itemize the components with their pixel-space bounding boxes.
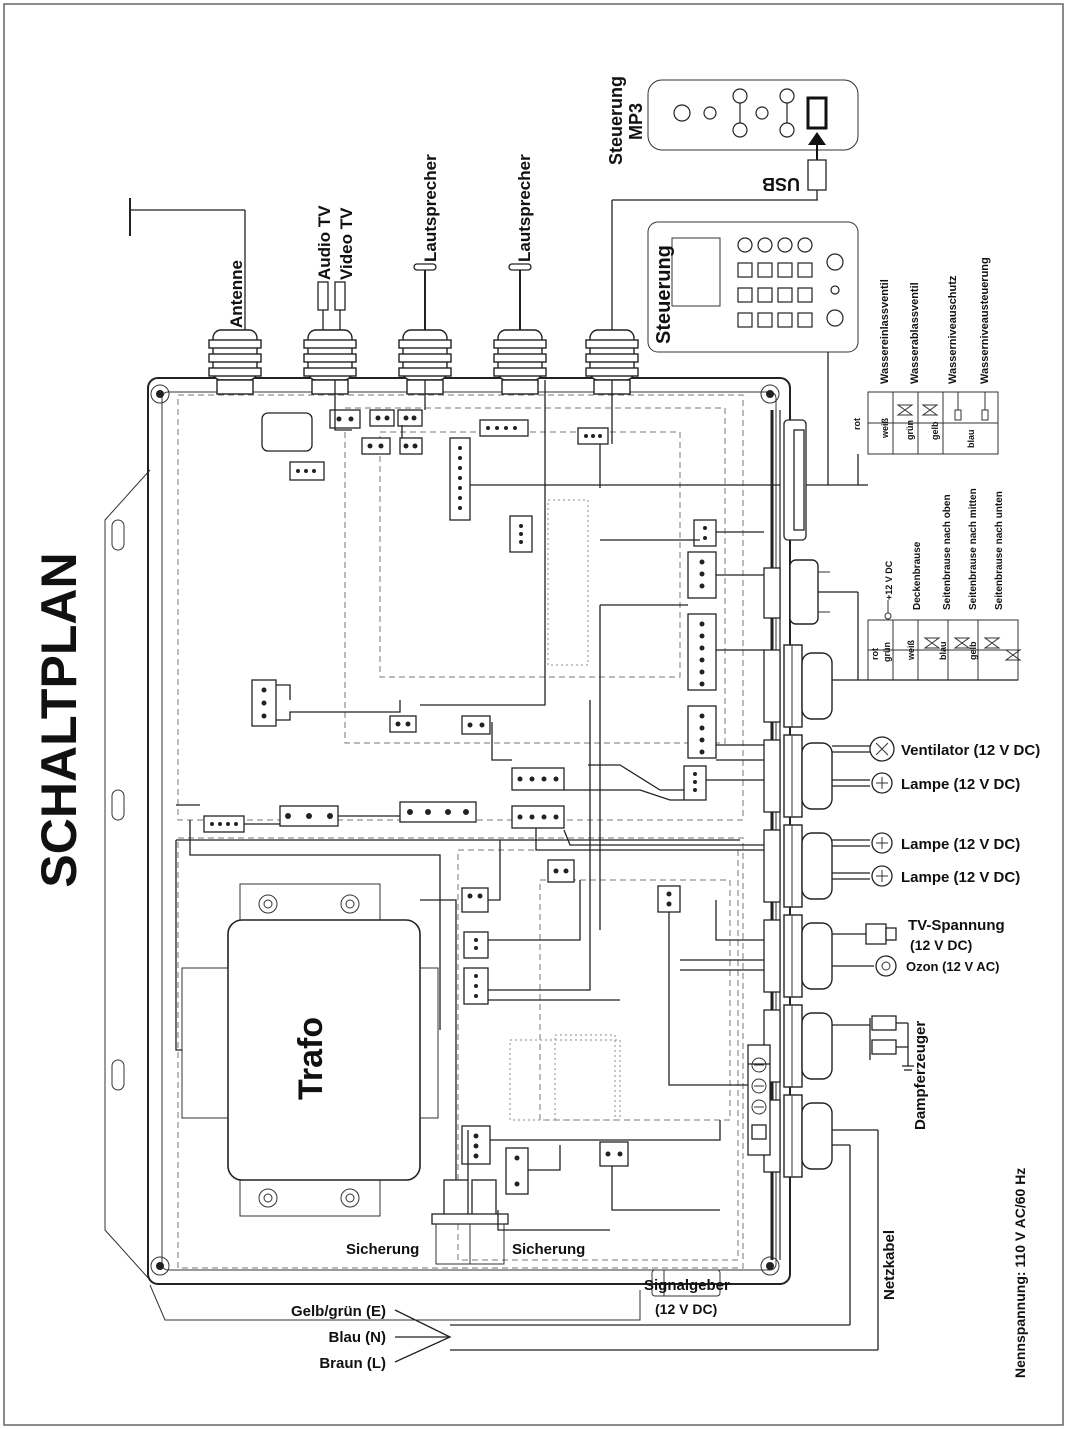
fuse-holder bbox=[431, 1179, 509, 1265]
usb-plug-icon bbox=[807, 159, 827, 191]
steuerung-label: Steuerung bbox=[653, 245, 675, 344]
antenna-icon bbox=[129, 198, 246, 330]
tv-spannung-voltage-label: (12 V DC) bbox=[910, 937, 972, 953]
diagram-title: SCHALTPLAN bbox=[31, 552, 87, 887]
terminal-block bbox=[747, 1044, 771, 1156]
signalgeber-voltage-label: (12 V DC) bbox=[655, 1301, 717, 1317]
lamp-icon bbox=[832, 772, 893, 794]
valve-block-2 bbox=[818, 591, 1022, 681]
pcb-connectors bbox=[203, 409, 717, 1195]
ventilator-label: Ventilator (12 V DC) bbox=[901, 742, 1040, 759]
vb2-color-weiss: weiß bbox=[906, 639, 916, 661]
antenne-label: Antenne bbox=[227, 260, 246, 328]
top-glands bbox=[208, 329, 639, 395]
netzkabel-label: Netzkabel bbox=[881, 1230, 898, 1300]
video-tv-label: Video TV bbox=[337, 207, 356, 280]
lampe-3-label: Lampe (12 V DC) bbox=[901, 869, 1020, 886]
sicherung-2-label: Sicherung bbox=[512, 1241, 585, 1258]
valve-block-1 bbox=[828, 391, 999, 486]
sicherung-1-label: Sicherung bbox=[346, 1241, 419, 1258]
right-glands bbox=[783, 559, 833, 1178]
steuerung-mp3-label-1: Steuerung bbox=[606, 76, 626, 165]
lautsprecher-2-label: Lautsprecher bbox=[515, 154, 534, 262]
power-cable bbox=[394, 1129, 879, 1363]
seitenbrause-unten-label: Seitenbrause nach unten bbox=[994, 491, 1005, 610]
vb1-color-blau: blau bbox=[966, 429, 976, 448]
vb2-color-gelb: gelb bbox=[968, 641, 978, 660]
wasserniveauschutz-label: Wasserniveauschutz bbox=[947, 275, 959, 384]
ozon-label: Ozon (12 V AC) bbox=[906, 959, 999, 974]
usb-label: USB bbox=[762, 174, 800, 194]
vb1-color-gelb: gelb bbox=[930, 421, 940, 440]
vb2-color-blau: blau bbox=[938, 641, 948, 660]
control-box bbox=[104, 377, 791, 1321]
buzzer bbox=[651, 1269, 721, 1297]
ozone-icon bbox=[832, 955, 897, 977]
lautsprecher-1-label: Lautsprecher bbox=[421, 154, 440, 262]
braun-label: Braun (L) bbox=[319, 1355, 386, 1372]
deckenbrause-label: Deckenbrause bbox=[912, 541, 923, 610]
steam-generator-icon bbox=[832, 1015, 914, 1071]
blau-label: Blau (N) bbox=[329, 1329, 387, 1346]
gelb-gruen-label: Gelb/grün (E) bbox=[291, 1303, 386, 1320]
mp3-panel: USB Steuerung MP3 bbox=[606, 76, 859, 200]
audio-tv-label: Audio TV bbox=[315, 205, 334, 280]
steuerung-panel: Steuerung bbox=[647, 221, 859, 353]
page-border bbox=[3, 3, 1064, 1426]
av-plug-icon bbox=[317, 281, 346, 330]
vb1-color-weiss: weiß bbox=[880, 417, 890, 439]
speaker-plug-icon bbox=[508, 263, 532, 330]
inner-gland-blocks bbox=[763, 567, 781, 1173]
trafo-label: Trafo bbox=[292, 1017, 330, 1100]
speaker-plug-icon bbox=[413, 263, 437, 330]
lampe-2-label: Lampe (12 V DC) bbox=[901, 836, 1020, 853]
steuerung-mp3-label-2: MP3 bbox=[626, 103, 646, 140]
dampferzeuger-label: Dampferzeuger bbox=[912, 1021, 929, 1130]
lamp-icon bbox=[832, 832, 893, 854]
signalgeber-label: Signalgeber bbox=[644, 1277, 730, 1294]
seitenbrause-oben-label: Seitenbrause nach oben bbox=[942, 494, 953, 610]
vb2-color-rot: rot bbox=[870, 648, 880, 660]
internal-wiring bbox=[175, 380, 780, 1231]
wasserniveausteuerung-label: Wasserniveausteuerung bbox=[979, 257, 991, 384]
tv-spannung-label: TV-Spannung bbox=[908, 917, 1005, 934]
nennspannung-label: Nennspannung: 110 V AC/60 Hz bbox=[1012, 1168, 1028, 1378]
dsub-connector bbox=[783, 419, 807, 541]
plus-12v-dc-label: +12 V DC bbox=[884, 560, 894, 600]
lamp-icon bbox=[832, 865, 893, 887]
wassereinlassventil-label: Wassereinlassventil bbox=[879, 279, 891, 384]
lampe-1-label: Lampe (12 V DC) bbox=[901, 776, 1020, 793]
transformer bbox=[181, 883, 439, 1217]
vb2-color-gruen: grün bbox=[882, 642, 892, 662]
tv-power-plug-icon bbox=[832, 923, 897, 945]
wasserablassventil-label: Wasserablassventil bbox=[909, 282, 921, 384]
seitenbrause-mitten-label: Seitenbrause nach mitten bbox=[968, 488, 979, 610]
vb1-color-gruen: grün bbox=[905, 420, 915, 440]
vb1-color-rot: rot bbox=[852, 418, 862, 430]
fan-icon bbox=[832, 736, 895, 762]
